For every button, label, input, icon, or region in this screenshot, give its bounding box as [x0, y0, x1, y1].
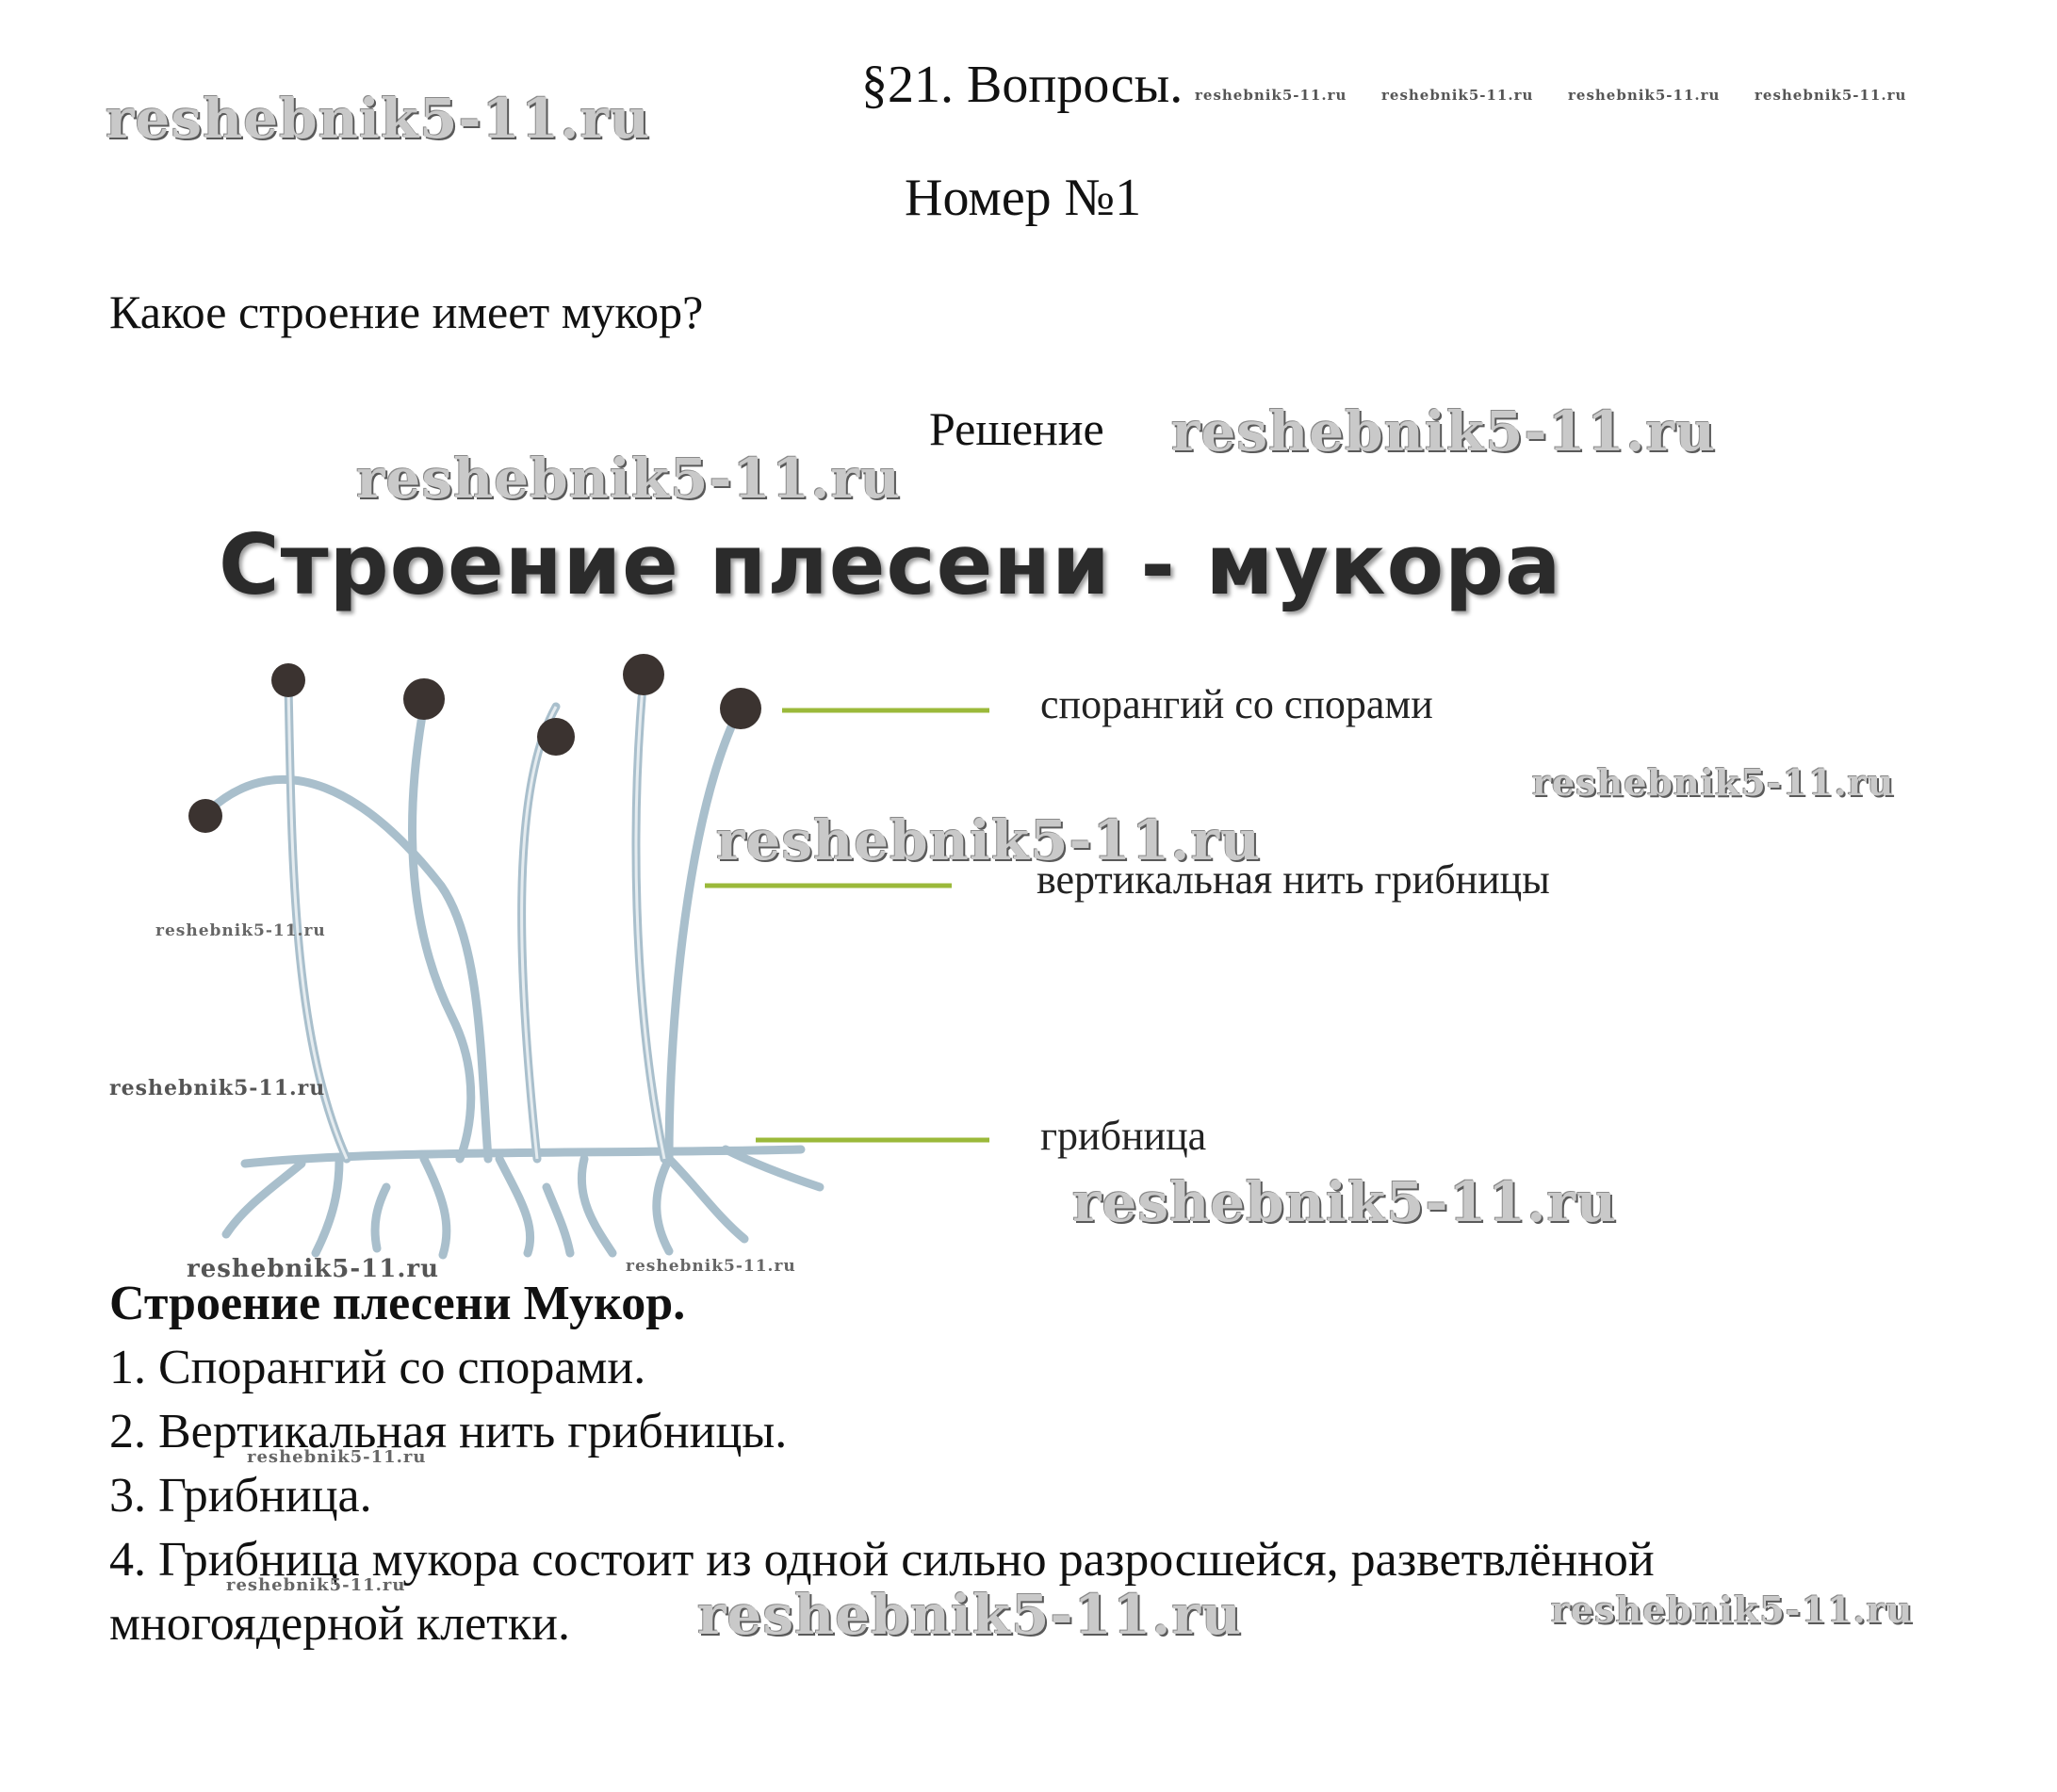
- watermark-solution-right: reshebnik5-11.ru: [1171, 399, 1717, 464]
- watermark-figure-bottom: reshebnik5-11.ru: [1072, 1170, 1618, 1234]
- section-title: §21. Вопросы.: [861, 56, 1184, 114]
- watermark-top-3: reshebnik5-11.ru: [1568, 87, 1721, 104]
- label-mycelium: грибница: [1040, 1113, 1207, 1159]
- answer-item-4: 4. Грибница мукора состоит из одной силь…: [109, 1533, 1655, 1587]
- watermark-figure-left-1: reshebnik5-11.ru: [155, 921, 326, 940]
- watermark-figure-right: reshebnik5-11.ru: [1532, 761, 1895, 804]
- leader-lines: [705, 708, 989, 1143]
- watermark-figure-left-2: reshebnik5-11.ru: [109, 1076, 326, 1100]
- watermark-top-4: reshebnik5-11.ru: [1755, 87, 1907, 104]
- answer-item-1: 1. Спорангий со спорами.: [109, 1341, 646, 1394]
- solution-label: Решение: [929, 402, 1104, 455]
- watermark-answer-right: reshebnik5-11.ru: [1551, 1588, 1914, 1631]
- watermark-top-left: reshebnik5-11.ru: [106, 87, 651, 151]
- label-sporangium: спорангий со спорами: [1040, 681, 1433, 727]
- answer-item-3: 3. Грибница.: [109, 1469, 372, 1523]
- question-number: Номер №1: [905, 169, 1142, 227]
- watermark-top-1: reshebnik5-11.ru: [1195, 87, 1347, 104]
- watermark-figure-center: reshebnik5-11.ru: [716, 808, 1262, 872]
- watermark-answer-bottom: reshebnik5-11.ru: [697, 1583, 1243, 1647]
- watermark-solution-left: reshebnik5-11.ru: [356, 447, 902, 511]
- mucor-illustration: [188, 654, 824, 1260]
- figure-title: Строение плесени - мукора: [219, 516, 1562, 613]
- question-text: Какое строение имеет мукор?: [109, 285, 704, 338]
- answer-heading: Строение плесени Мукор.: [109, 1277, 686, 1330]
- watermark-answer-1: reshebnik5-11.ru: [247, 1447, 427, 1467]
- watermark-figure-bottom-left: reshebnik5-11.ru: [187, 1255, 440, 1283]
- watermark-top-2: reshebnik5-11.ru: [1381, 87, 1534, 104]
- answer-item-2: 2. Вертикальная нить грибницы.: [109, 1405, 788, 1458]
- watermark-answer-2: reshebnik5-11.ru: [226, 1575, 406, 1595]
- watermark-figure-bottom-mid: reshebnik5-11.ru: [626, 1257, 796, 1276]
- label-vertical-thread: вертикальная нить грибницы: [1037, 856, 1550, 903]
- answer-item-4-continued: многоядерной клетки.: [109, 1597, 570, 1651]
